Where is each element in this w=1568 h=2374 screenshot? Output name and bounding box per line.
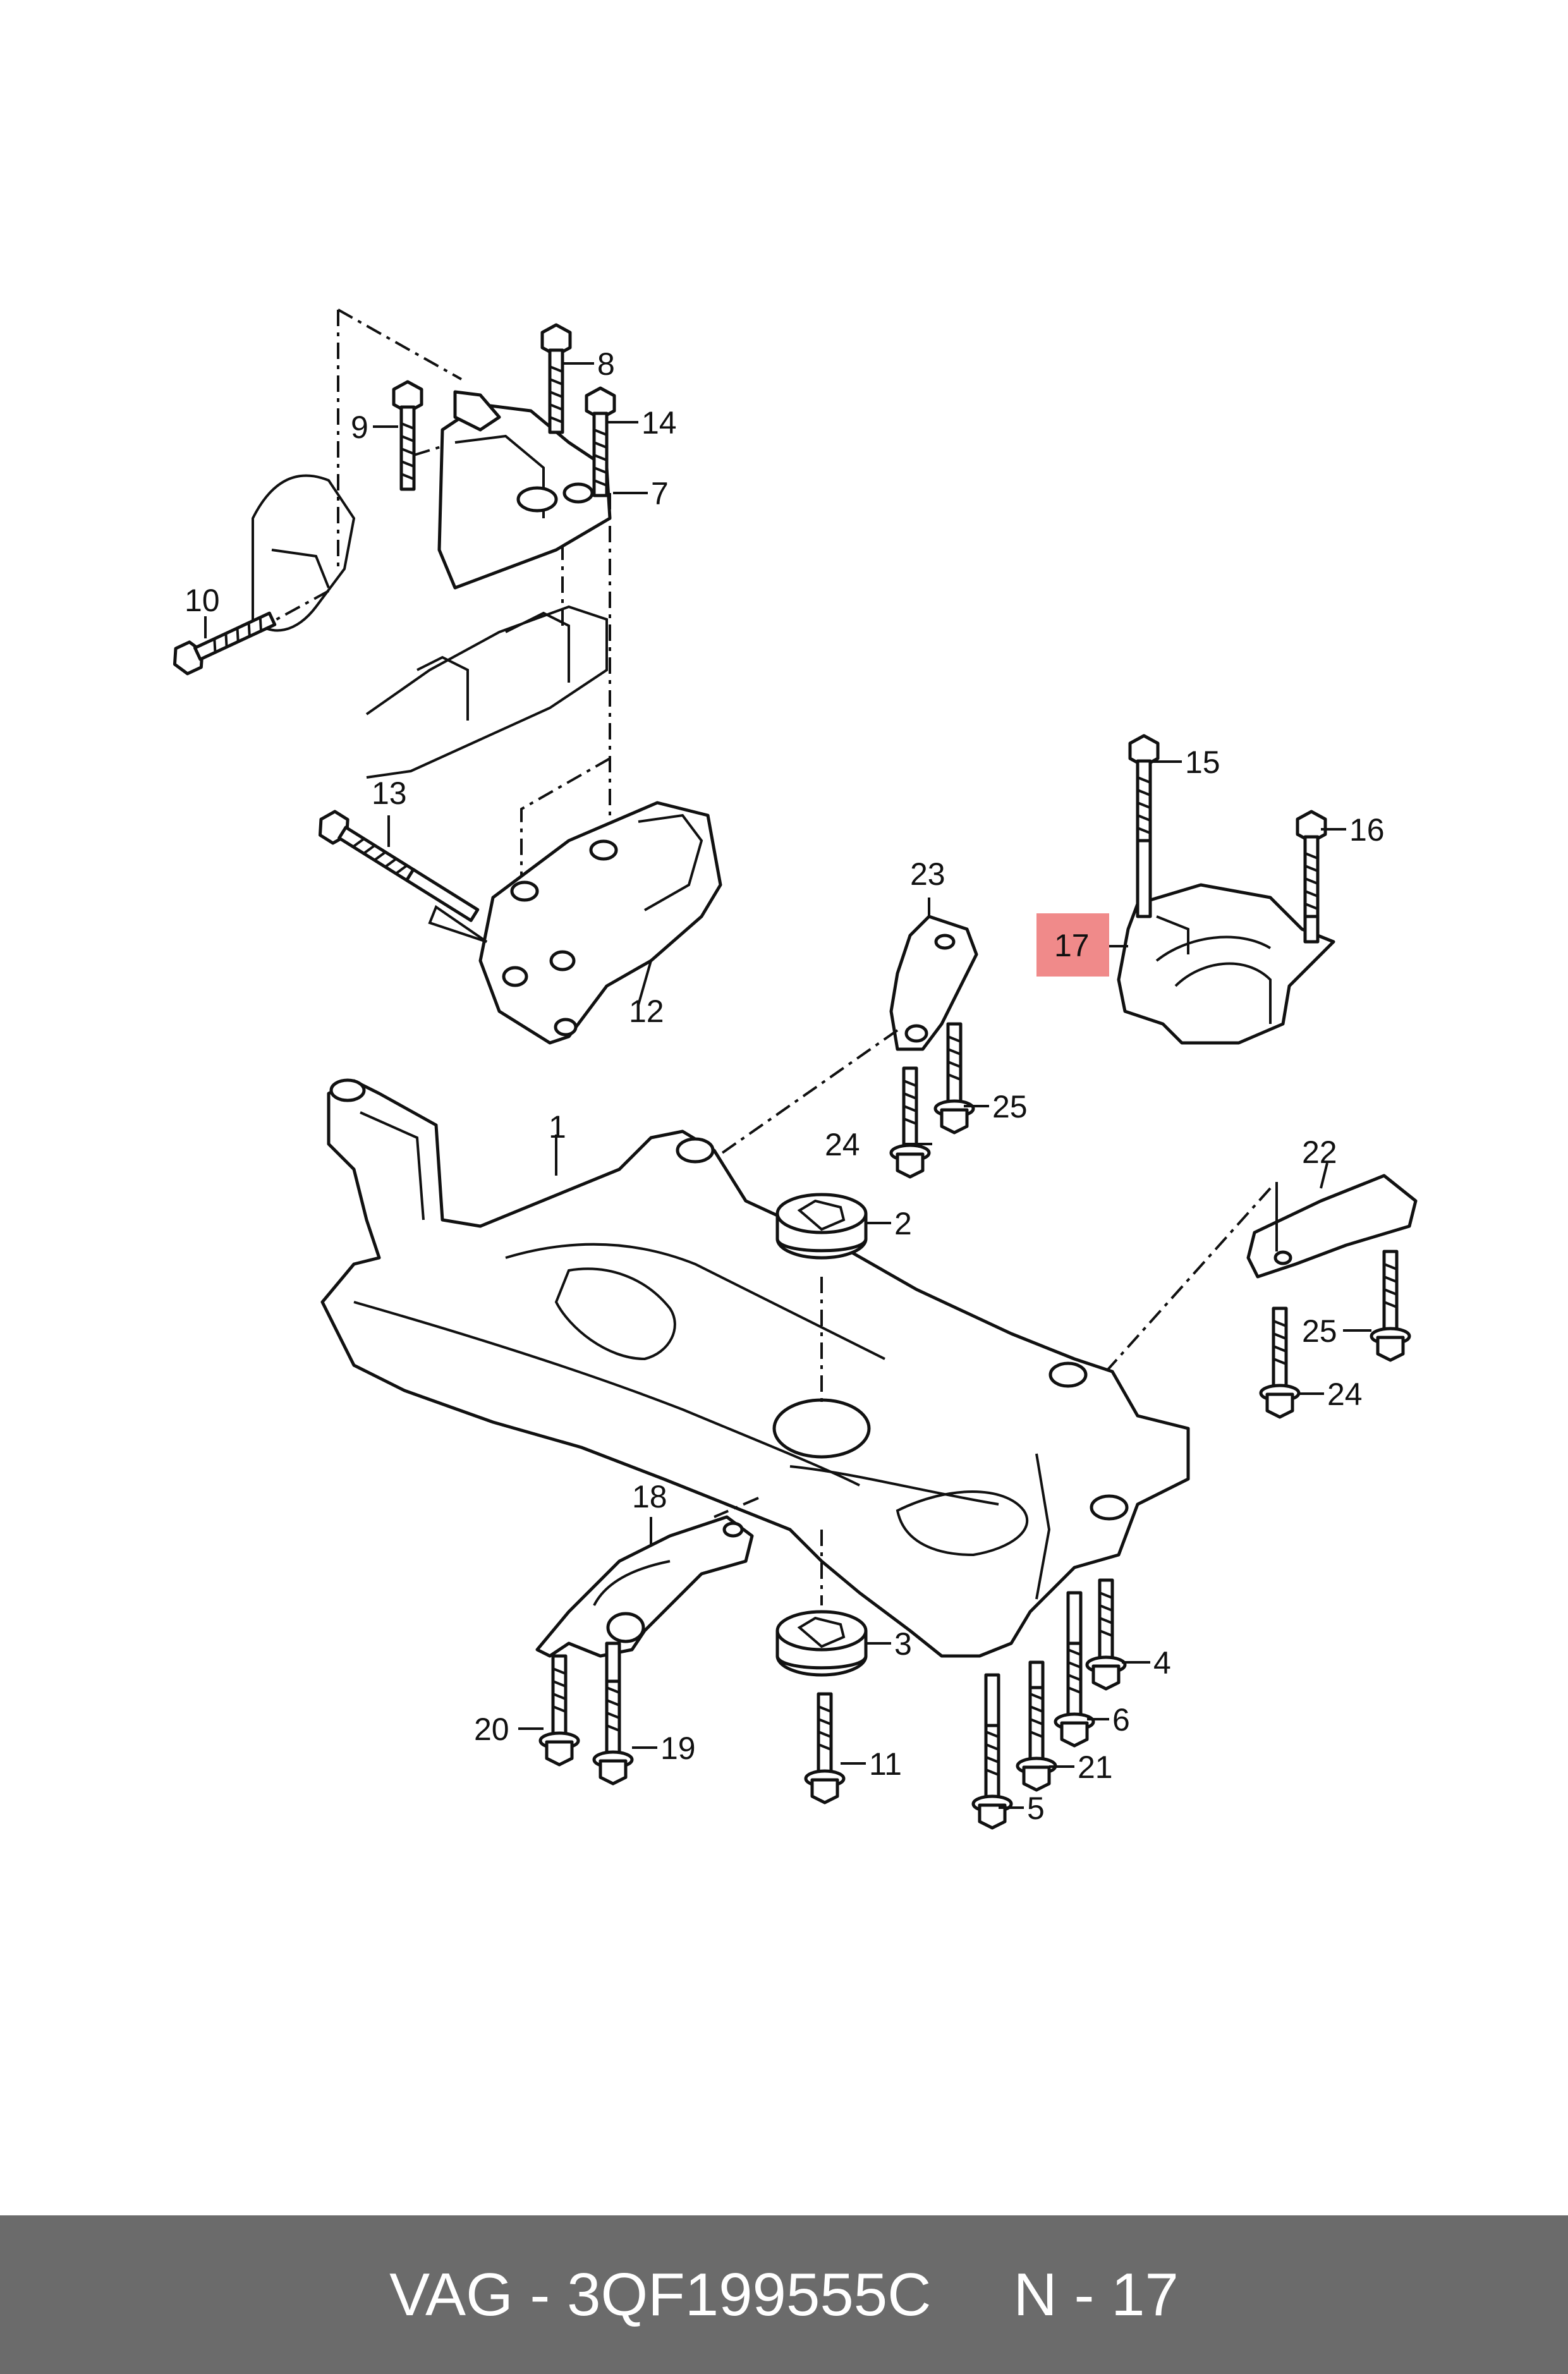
callout-8: 8 bbox=[597, 346, 615, 382]
callout-4: 4 bbox=[1153, 1645, 1171, 1681]
leader-lines bbox=[204, 362, 1371, 1809]
callout-6: 6 bbox=[1112, 1702, 1130, 1738]
callout-24b: 24 bbox=[1327, 1377, 1363, 1412]
callout-5: 5 bbox=[1027, 1791, 1045, 1826]
exploded-parts-diagram: 1 2 3 4 5 6 7 8 9 10 11 12 13 14 15 16 1… bbox=[0, 308, 1418, 2215]
callout-7: 7 bbox=[651, 476, 669, 511]
callout-16: 16 bbox=[1349, 812, 1385, 848]
subframe-1 bbox=[320, 1078, 1190, 1658]
rubber-mount-2 bbox=[775, 1193, 868, 1260]
engine-mount-group bbox=[169, 308, 722, 1045]
callout-20: 20 bbox=[474, 1712, 509, 1747]
gearbox-mount-17 bbox=[1117, 736, 1335, 1045]
callout-9: 9 bbox=[351, 410, 368, 445]
callout-23: 23 bbox=[910, 856, 945, 892]
lower-bolts bbox=[806, 1580, 1125, 1828]
rubber-mount-3 bbox=[775, 1610, 868, 1677]
callout-22: 22 bbox=[1302, 1135, 1337, 1170]
callout-24a: 24 bbox=[825, 1127, 860, 1162]
callout-17: 17 bbox=[1054, 928, 1090, 963]
callout-10: 10 bbox=[185, 583, 220, 618]
callout-25a: 25 bbox=[992, 1089, 1028, 1124]
callout-14: 14 bbox=[641, 405, 677, 441]
callout-12: 12 bbox=[629, 994, 664, 1029]
bracket-23 bbox=[707, 915, 978, 1177]
callout-2: 2 bbox=[894, 1206, 912, 1241]
callout-19: 19 bbox=[660, 1731, 696, 1766]
callout-3: 3 bbox=[894, 1626, 912, 1662]
callout-1: 1 bbox=[549, 1109, 566, 1145]
highlight-box-17 bbox=[1036, 913, 1109, 977]
callout-25b: 25 bbox=[1302, 1313, 1337, 1349]
callout-13: 13 bbox=[372, 776, 407, 811]
part-number-footer: VAG - 3QF199555C N - 17 bbox=[0, 2215, 1568, 2374]
position-reference-text: N - 17 bbox=[1013, 2260, 1179, 2328]
callout-11: 11 bbox=[869, 1746, 902, 1782]
part-number-text: VAG - 3QF199555C bbox=[389, 2260, 932, 2328]
callout-labels: 1 2 3 4 5 6 7 8 9 10 11 12 13 14 15 16 1… bbox=[185, 346, 1385, 1826]
callout-21: 21 bbox=[1078, 1750, 1113, 1785]
callout-18: 18 bbox=[632, 1479, 667, 1514]
pendulum-support-18 bbox=[535, 1515, 754, 1784]
bracket-22 bbox=[1105, 1174, 1418, 1417]
callout-15: 15 bbox=[1185, 745, 1220, 780]
